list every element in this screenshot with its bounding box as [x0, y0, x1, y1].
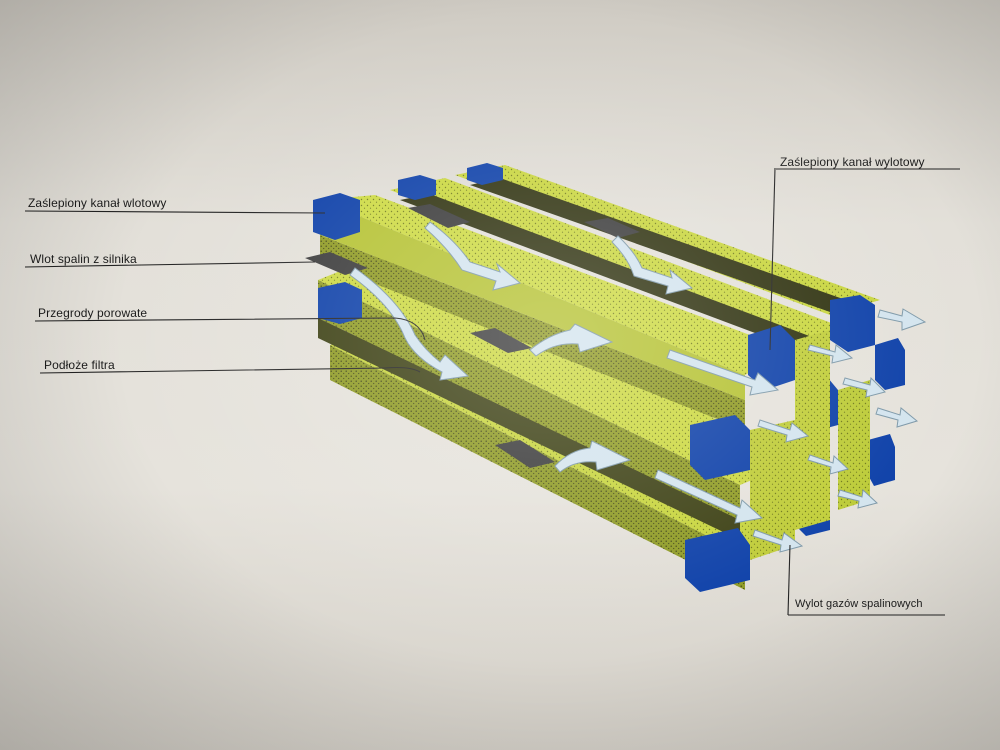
inlet-plug-3 [467, 163, 503, 185]
leader-filter-substrate [39, 366, 421, 374]
leader-blocked-inlet [24, 210, 326, 214]
middle-top-channel [390, 178, 850, 348]
label-filter-substrate: Podłoże filtra [44, 358, 115, 372]
leader-porous-walls [34, 317, 426, 341]
label-exhaust-outlet: Wylot gazów spalinowych [795, 598, 923, 610]
leader-lines [24, 167, 960, 616]
outlet-grid [750, 330, 870, 560]
flow-arrows [349, 221, 927, 553]
inlet-plug-2 [398, 175, 436, 200]
middle-slab [318, 255, 800, 540]
leader-blocked-outlet [769, 167, 776, 351]
label-exhaust-inlet: Wlot spalin z silnika [30, 252, 137, 266]
label-blocked-outlet: Zaślepiony kanał wylotowy [780, 155, 925, 169]
leader-exhaust-outlet [787, 544, 791, 616]
back-channel [455, 165, 880, 315]
label-porous-walls: Przegrody porowate [38, 306, 148, 320]
inlet-plugs [313, 163, 503, 324]
inlet-plug-4 [318, 282, 362, 324]
leader-exhaust-inlet [24, 261, 316, 268]
inlet-slits [305, 204, 640, 468]
label-blocked-inlet: Zaślepiony kanał wlotowy [28, 196, 167, 210]
inlet-plug-1 [313, 193, 360, 240]
